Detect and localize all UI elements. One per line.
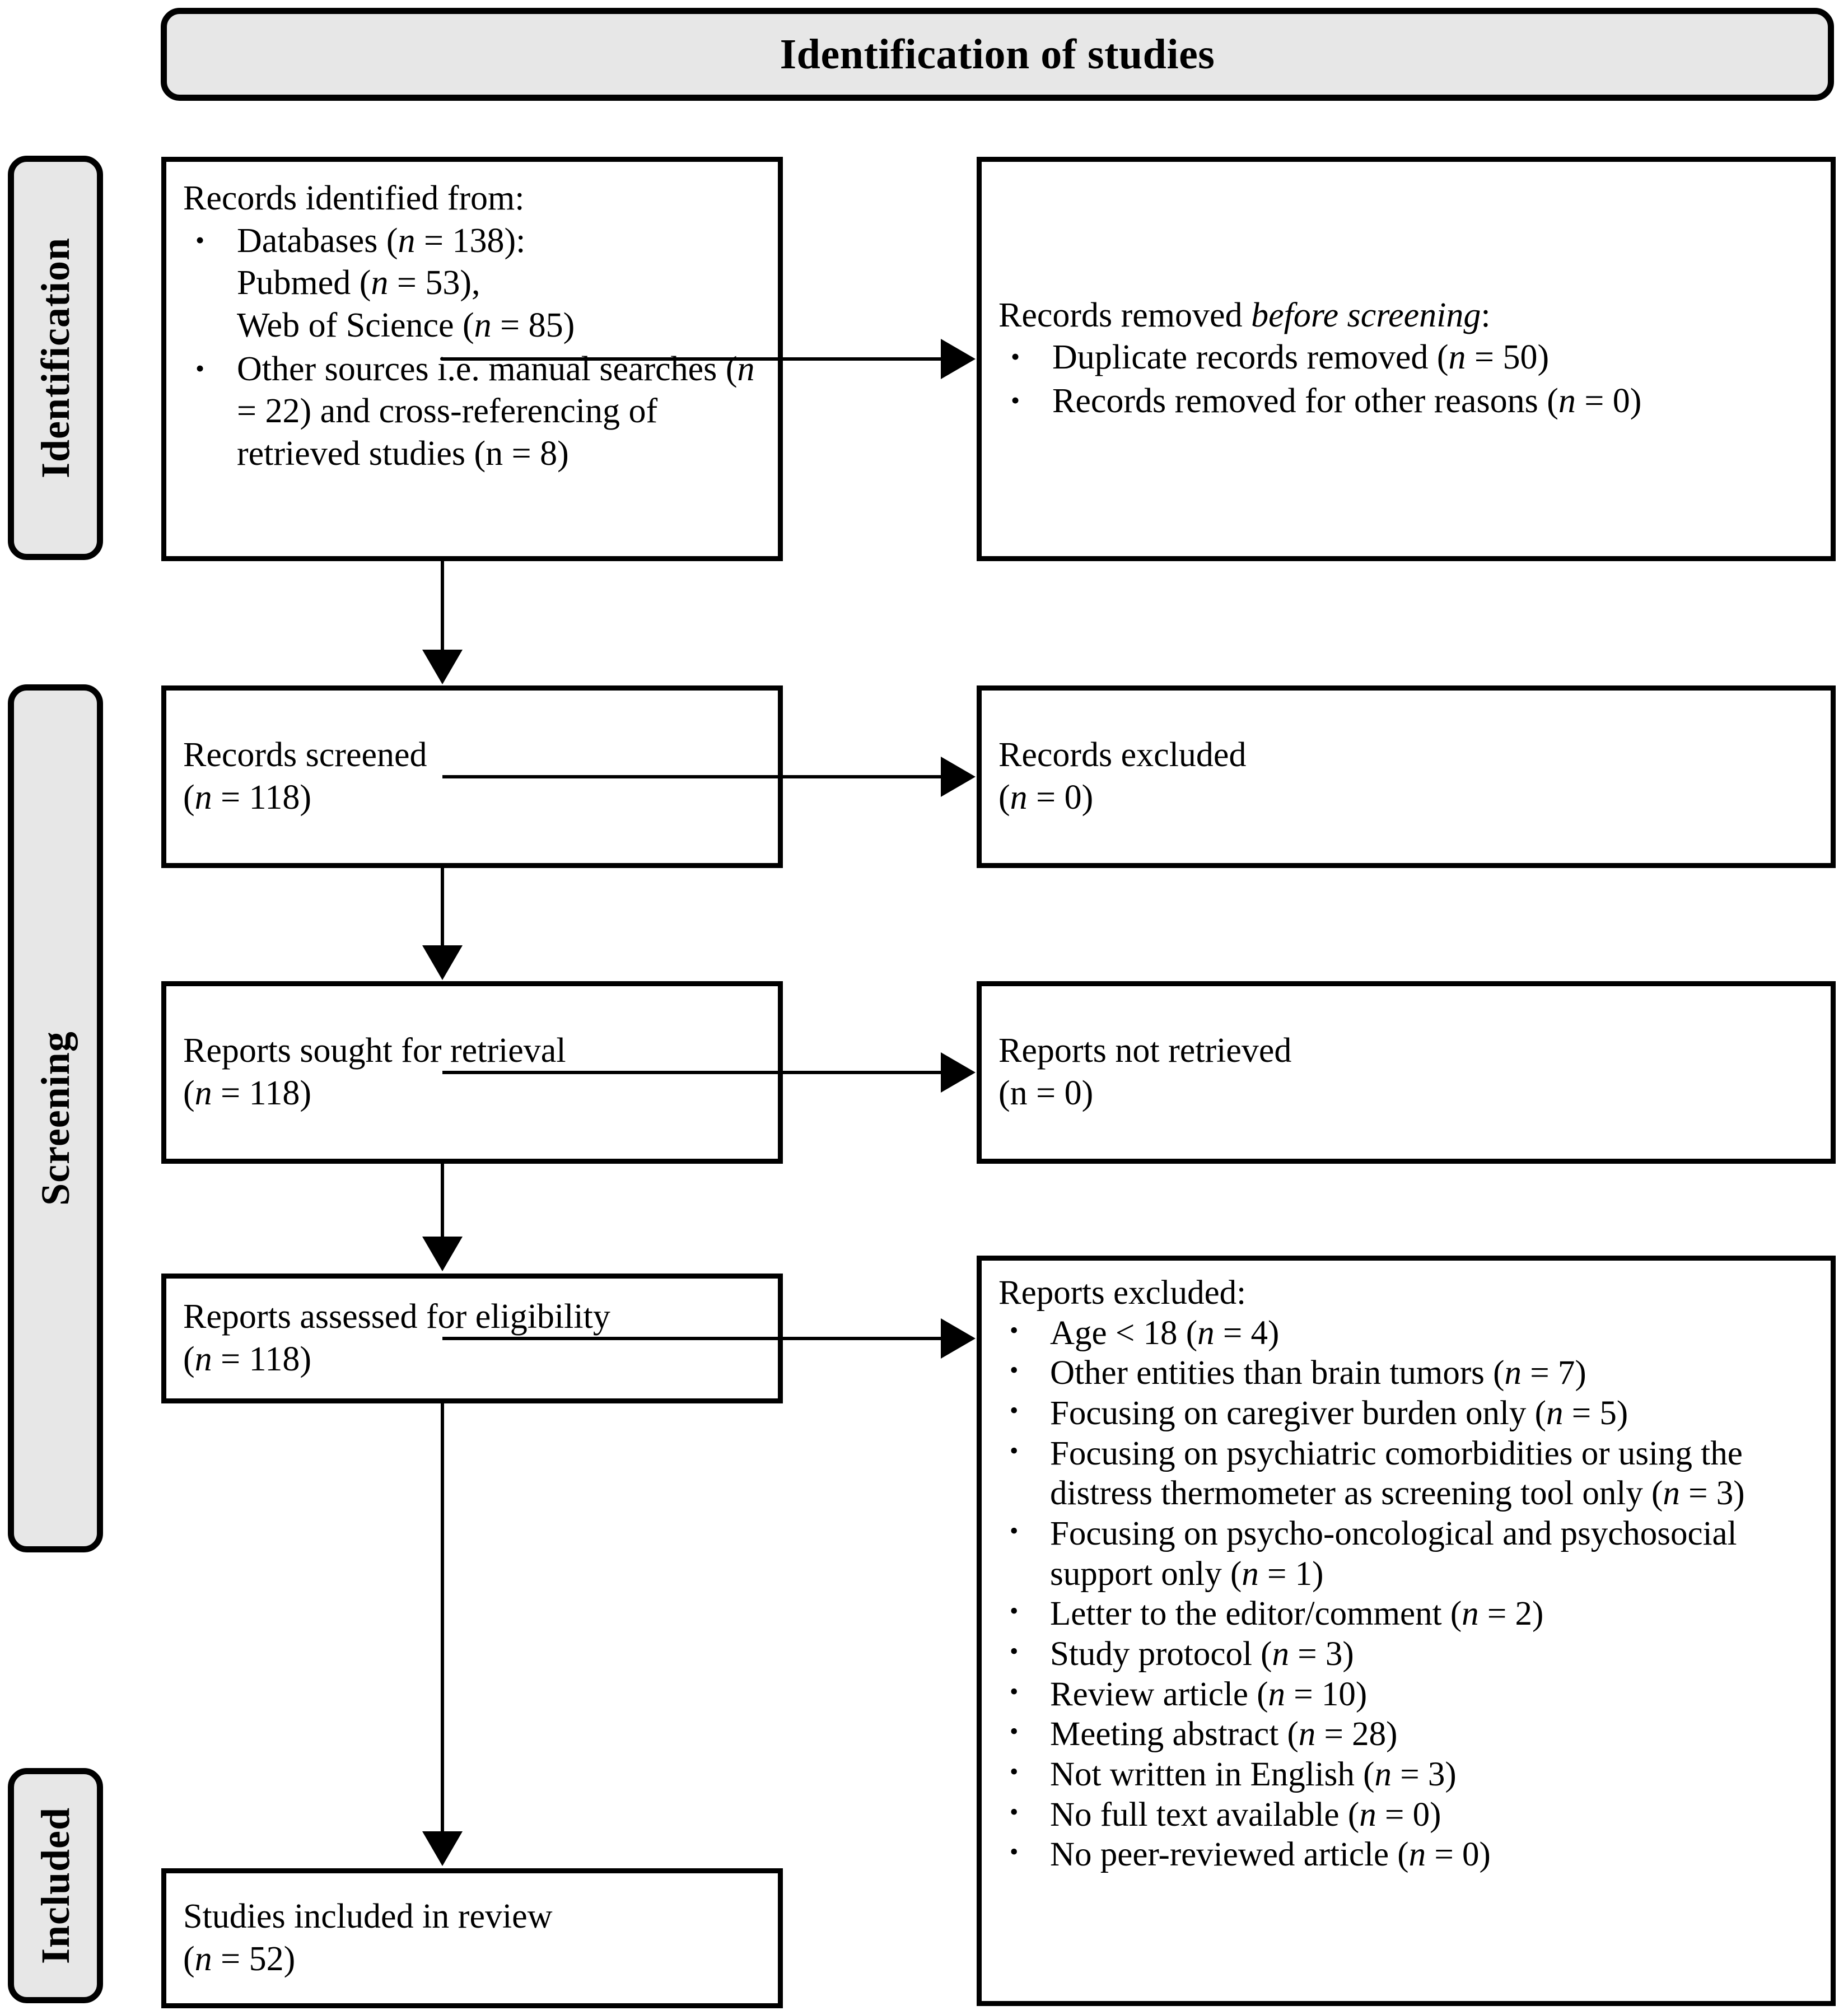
list-item: Focusing on caregiver burden only (n = 5… — [998, 1393, 1819, 1434]
box-reports-excluded: Reports excluded: Age < 18 (n = 4)Other … — [977, 1256, 1836, 2006]
list-item: Letter to the editor/comment (n = 2) — [998, 1594, 1819, 1634]
arrowhead-sought-to-not-retrieved — [941, 1052, 976, 1093]
connector-identified-to-screened — [441, 561, 444, 652]
arrowhead-sought-to-assessed — [422, 1237, 463, 1271]
reports-not-retrieved-label: Reports not retrieved — [998, 1032, 1292, 1070]
connector-sought-to-not-retrieved — [442, 1071, 941, 1074]
records-identified-lead: Records identified from: — [183, 179, 525, 217]
connector-identified-to-removed — [442, 357, 941, 361]
connector-screened-to-sought — [441, 868, 444, 948]
reports-excluded-list: Age < 18 (n = 4)Other entities than brai… — [998, 1313, 1819, 1875]
records-excluded-count: (n = 0) — [998, 778, 1094, 817]
list-item: Age < 18 (n = 4) — [998, 1313, 1819, 1354]
header-banner: Identification of studies — [161, 8, 1834, 101]
arrowhead-identified-to-screened — [422, 650, 463, 684]
list-item: No full text available (n = 0) — [998, 1795, 1819, 1835]
arrowhead-assessed-to-included — [422, 1831, 463, 1866]
stage-label-included-text: Included — [33, 1807, 78, 1965]
reports-excluded-lead: Reports excluded: — [998, 1274, 1247, 1312]
list-item: Other entities than brain tumors (n = 7) — [998, 1353, 1819, 1393]
stage-label-identification: Identification — [8, 156, 103, 560]
records-screened-label: Records screened — [183, 736, 427, 775]
studies-included-label: Studies included in review — [183, 1897, 553, 1936]
stage-label-screening-text: Screening — [33, 1031, 78, 1206]
list-item: Study protocol (n = 3) — [998, 1634, 1819, 1674]
studies-included-count: (n = 52) — [183, 1940, 296, 1978]
list-item: Databases (n = 138):Pubmed (n = 53),Web … — [183, 220, 763, 347]
connector-sought-to-assessed — [441, 1164, 444, 1239]
reports-assessed-label: Reports assessed for eligibility — [183, 1298, 610, 1336]
records-removed-lead: Records removed before screening: — [998, 296, 1491, 334]
list-item: Review article (n = 10) — [998, 1674, 1819, 1715]
records-identified-list: Databases (n = 138):Pubmed (n = 53),Web … — [183, 220, 763, 475]
stage-label-screening: Screening — [8, 684, 103, 1552]
list-item: Not written in English (n = 3) — [998, 1755, 1819, 1795]
arrowhead-screened-to-excluded — [941, 757, 976, 797]
arrowhead-assessed-to-reports-excluded — [941, 1318, 976, 1359]
connector-assessed-to-reports-excluded — [442, 1337, 941, 1340]
stage-label-identification-text: Identification — [33, 237, 78, 479]
reports-not-retrieved-count: (n = 0) — [998, 1074, 1094, 1112]
list-item: Focusing on psycho-oncological and psych… — [998, 1514, 1819, 1594]
reports-sought-count: (n = 118) — [183, 1074, 311, 1112]
list-item: Records removed for other reasons (n = 0… — [998, 380, 1816, 423]
records-excluded-label: Records excluded — [998, 736, 1247, 775]
box-records-excluded: Records excluded (n = 0) — [977, 685, 1836, 868]
reports-assessed-count: (n = 118) — [183, 1340, 311, 1378]
list-item: No peer-reviewed article (n = 0) — [998, 1835, 1819, 1875]
page-title: Identification of studies — [780, 31, 1215, 78]
reports-sought-label: Reports sought for retrieval — [183, 1032, 566, 1070]
box-studies-included: Studies included in review (n = 52) — [161, 1868, 783, 2008]
list-item: Duplicate records removed (n = 50) — [998, 337, 1816, 379]
list-item: Focusing on psychiatric comorbidities or… — [998, 1434, 1819, 1514]
records-screened-count: (n = 118) — [183, 778, 311, 817]
connector-assessed-to-included — [441, 1403, 444, 1834]
records-removed-list: Duplicate records removed (n = 50)Record… — [998, 337, 1816, 423]
arrowhead-screened-to-sought — [422, 945, 463, 980]
stage-label-included: Included — [8, 1768, 103, 2003]
box-reports-not-retrieved: Reports not retrieved (n = 0) — [977, 981, 1836, 1164]
connector-screened-to-excluded — [442, 775, 941, 778]
box-records-removed: Records removed before screening: Duplic… — [977, 157, 1836, 561]
list-item: Meeting abstract (n = 28) — [998, 1714, 1819, 1755]
arrowhead-identified-to-removed — [941, 339, 976, 379]
list-item: Other sources i.e. manual searches (n = … — [183, 348, 763, 475]
